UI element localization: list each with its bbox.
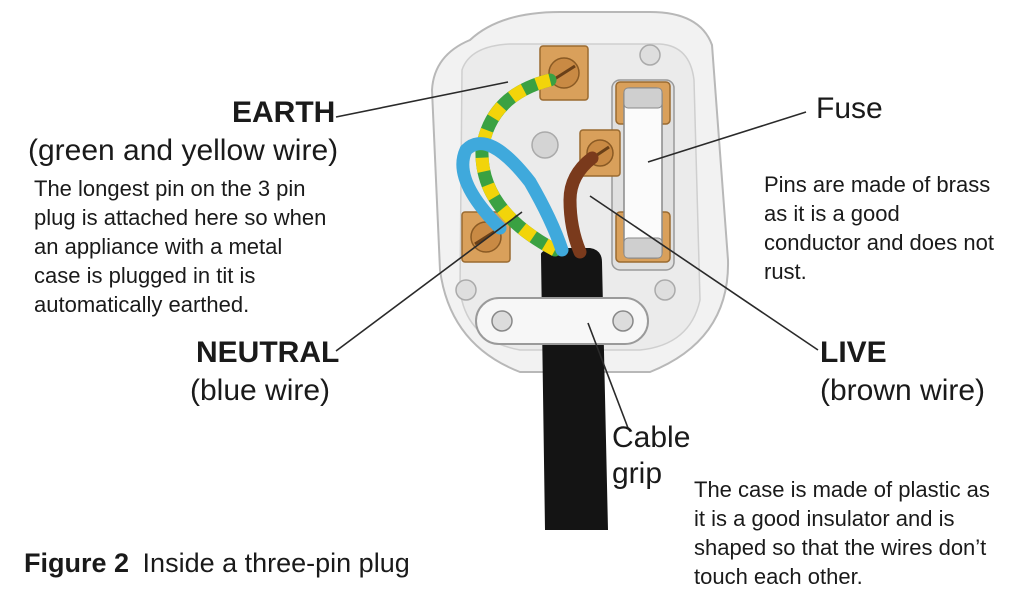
- screw-hole: [654, 279, 676, 301]
- neutral-sublabel: (blue wire): [190, 374, 331, 407]
- screw-hole: [531, 131, 559, 159]
- live-wire: [563, 151, 599, 259]
- earth-pin-note: The longest pin on the 3 pin plug is att…: [34, 176, 327, 317]
- cable-grip-label-line1: Cable: [612, 421, 691, 454]
- fuse-leader-line: [647, 111, 807, 163]
- figure-number: Figure 2: [24, 548, 130, 578]
- earth-sublabel: (green and yellow wire): [28, 134, 339, 167]
- neutral-wire: [456, 137, 569, 257]
- figure-caption: Figure 2 Inside a three-pin plug: [24, 548, 410, 579]
- cable: [540, 248, 608, 530]
- live-label: LIVE: [820, 336, 887, 369]
- earth-leader-line: [335, 81, 509, 118]
- figure-caption-text: Inside a three-pin plug: [142, 548, 410, 578]
- neutral-leader-line: [335, 211, 523, 352]
- screw-hole: [455, 279, 477, 301]
- cable-grip-leader-line: [587, 322, 629, 429]
- case-note: The case is made of plastic as it is a g…: [694, 477, 990, 589]
- pins-note: Pins are made of brass as it is a good c…: [764, 172, 994, 284]
- earth-label: EARTH: [232, 96, 336, 129]
- fuse-label: Fuse: [816, 92, 883, 125]
- live-leader-line: [589, 195, 819, 351]
- screw-hole: [639, 44, 661, 66]
- live-sublabel: (brown wire): [820, 374, 986, 407]
- neutral-label: NEUTRAL: [196, 336, 340, 369]
- cable-grip: [475, 297, 649, 345]
- earth-terminal: [539, 45, 589, 101]
- cable-grip-label-line2: grip: [612, 457, 663, 490]
